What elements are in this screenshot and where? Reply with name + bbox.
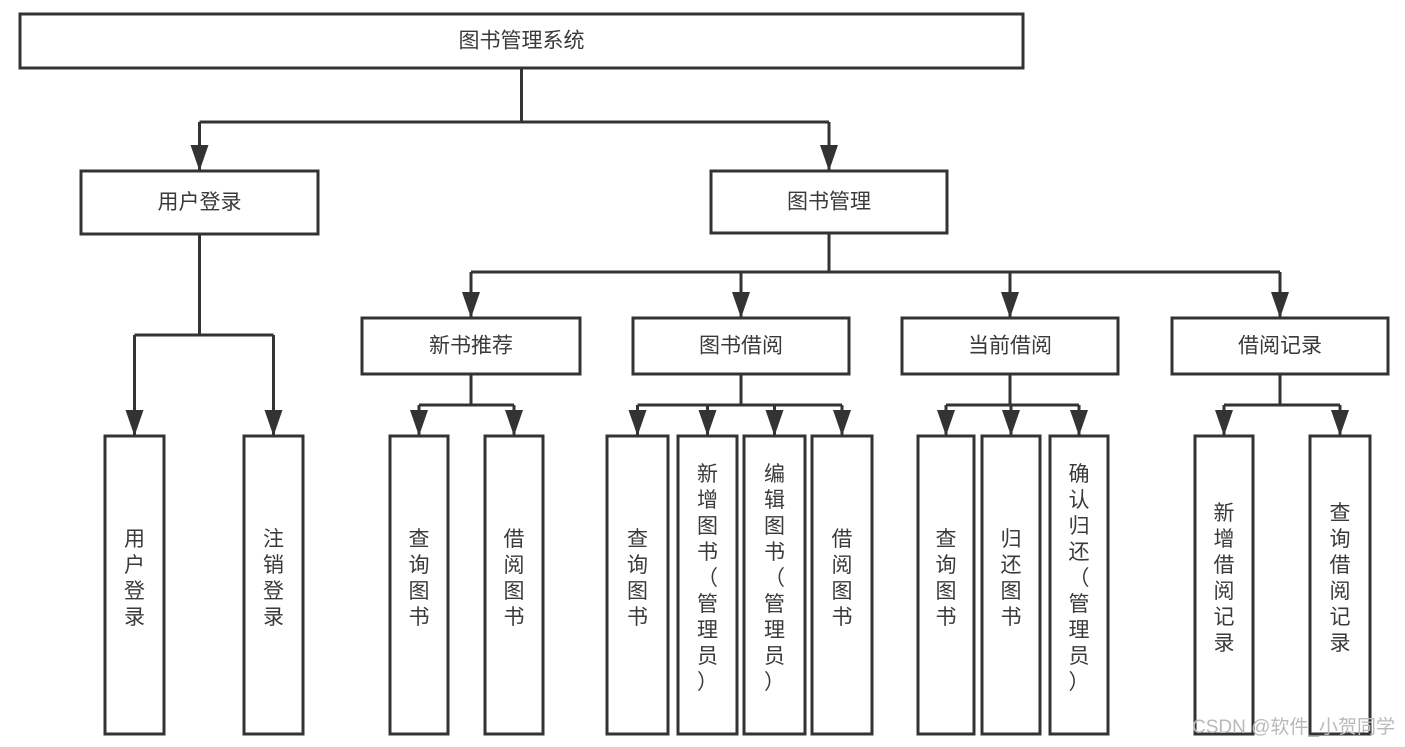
arrow-head-icon-图书借阅 xyxy=(732,292,750,318)
node-label-用户登录: 用户登录 xyxy=(158,191,242,214)
arrow-head-icon-用户登录 xyxy=(125,410,144,436)
node-box-确认归还管理员[interactable] xyxy=(1048,434,1110,736)
node-label-新增图书管理员: 新增图书（管理员） xyxy=(697,463,718,694)
arrow-head-icon-注销登录 xyxy=(264,410,283,436)
node-查询图书[interactable]: 查询图书 xyxy=(605,434,670,736)
node-注销登录[interactable]: 注销登录 xyxy=(242,434,305,736)
node-图书管理系统[interactable]: 图书管理系统 xyxy=(18,12,1025,70)
node-确认归还管理员[interactable]: 确认归还（管理员） xyxy=(1048,434,1110,736)
arrow-head-icon-借阅记录 xyxy=(1271,292,1289,318)
node-label-用户登录: 用户登录 xyxy=(124,528,145,629)
watermark-label: CSDN @软件_小贺同学 xyxy=(1192,717,1395,738)
node-box-当前借阅[interactable] xyxy=(900,316,1120,376)
node-box-新书推荐[interactable] xyxy=(360,316,582,376)
node-图书借阅[interactable]: 图书借阅 xyxy=(631,316,851,376)
node-查询借阅记录[interactable]: 查询借阅记录 xyxy=(1308,434,1372,736)
node-label-新书推荐: 新书推荐 xyxy=(429,335,513,358)
node-box-新增借阅记录[interactable] xyxy=(1193,434,1255,736)
arrow-head-icon-图书管理 xyxy=(820,145,838,171)
node-label-查询借阅记录: 查询借阅记录 xyxy=(1330,502,1351,655)
node-归还图书[interactable]: 归还图书 xyxy=(980,434,1042,736)
arrow-head-icon-确认归还管理员 xyxy=(1070,410,1088,436)
node-box-编辑图书管理员[interactable] xyxy=(742,434,807,736)
arrow-head-icon-查询图书 xyxy=(628,410,647,436)
arrow-head-icon-新增借阅记录 xyxy=(1215,410,1233,436)
node-借阅记录[interactable]: 借阅记录 xyxy=(1170,316,1390,376)
node-label-图书管理: 图书管理 xyxy=(787,191,871,214)
node-box-注销登录[interactable] xyxy=(242,434,305,736)
node-box-归还图书[interactable] xyxy=(980,434,1042,736)
node-用户登录[interactable]: 用户登录 xyxy=(103,434,166,736)
arrow-head-icon-借阅图书 xyxy=(505,410,523,436)
node-box-借阅记录[interactable] xyxy=(1170,316,1390,376)
node-label-图书管理系统: 图书管理系统 xyxy=(459,30,585,53)
arrow-head-icon-查询借阅记录 xyxy=(1331,410,1349,436)
arrow-head-icon-编辑图书管理员 xyxy=(765,410,784,436)
node-借阅图书[interactable]: 借阅图书 xyxy=(483,434,545,736)
node-label-查询图书: 查询图书 xyxy=(936,528,957,629)
node-编辑图书管理员[interactable]: 编辑图书（管理员） xyxy=(742,434,807,736)
node-label-当前借阅: 当前借阅 xyxy=(968,335,1052,358)
node-查询图书[interactable]: 查询图书 xyxy=(388,434,450,736)
arrow-head-icon-新增图书管理员 xyxy=(698,410,717,436)
node-box-查询借阅记录[interactable] xyxy=(1308,434,1372,736)
node-图书管理[interactable]: 图书管理 xyxy=(709,169,949,235)
node-label-注销登录: 注销登录 xyxy=(263,528,284,629)
arrow-head-icon-归还图书 xyxy=(1002,410,1020,436)
node-label-图书借阅: 图书借阅 xyxy=(699,335,783,358)
node-用户登录[interactable]: 用户登录 xyxy=(79,169,320,236)
node-查询图书[interactable]: 查询图书 xyxy=(916,434,976,736)
node-新增图书管理员[interactable]: 新增图书（管理员） xyxy=(676,434,739,736)
arrow-head-icon-借阅图书 xyxy=(833,410,851,436)
node-box-借阅图书[interactable] xyxy=(483,434,545,736)
arrow-head-icon-新书推荐 xyxy=(462,292,480,318)
node-box-查询图书[interactable] xyxy=(388,434,450,736)
node-label-归还图书: 归还图书 xyxy=(1001,528,1022,629)
node-label-借阅图书: 借阅图书 xyxy=(832,528,853,629)
arrow-head-icon-查询图书 xyxy=(937,410,955,436)
node-box-用户登录[interactable] xyxy=(103,434,166,736)
node-box-图书管理[interactable] xyxy=(709,169,949,235)
arrow-head-icon-用户登录 xyxy=(190,145,209,171)
node-box-借阅图书[interactable] xyxy=(810,434,874,736)
node-label-新增借阅记录: 新增借阅记录 xyxy=(1214,502,1235,655)
node-box-查询图书[interactable] xyxy=(916,434,976,736)
arrow-head-icon-当前借阅 xyxy=(1001,292,1019,318)
node-label-确认归还管理员: 确认归还（管理员） xyxy=(1069,463,1090,694)
node-当前借阅[interactable]: 当前借阅 xyxy=(900,316,1120,376)
node-label-查询图书: 查询图书 xyxy=(627,528,648,629)
node-label-借阅图书: 借阅图书 xyxy=(504,528,525,629)
node-label-编辑图书管理员: 编辑图书（管理员） xyxy=(764,463,785,694)
node-label-借阅记录: 借阅记录 xyxy=(1238,335,1322,358)
arrow-head-icon-查询图书 xyxy=(410,410,428,436)
node-新书推荐[interactable]: 新书推荐 xyxy=(360,316,582,376)
node-借阅图书[interactable]: 借阅图书 xyxy=(810,434,874,736)
node-新增借阅记录[interactable]: 新增借阅记录 xyxy=(1193,434,1255,736)
node-label-查询图书: 查询图书 xyxy=(409,528,430,629)
node-box-图书管理系统[interactable] xyxy=(18,12,1025,70)
node-box-查询图书[interactable] xyxy=(605,434,670,736)
node-box-新增图书管理员[interactable] xyxy=(676,434,739,736)
